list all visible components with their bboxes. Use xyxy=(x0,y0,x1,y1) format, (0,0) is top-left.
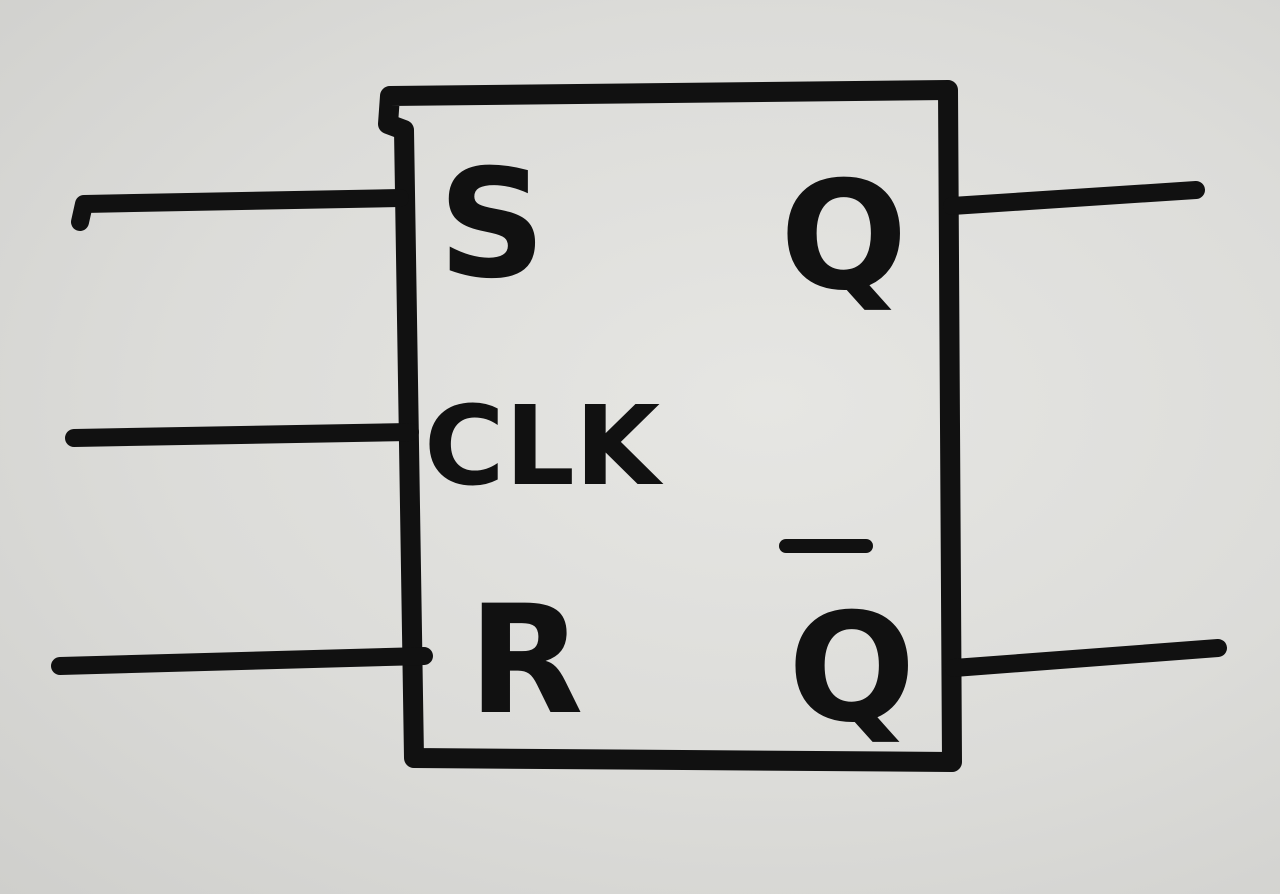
input-wire-r xyxy=(51,647,433,675)
label-r: R xyxy=(468,574,584,748)
label-q-bar: Q xyxy=(788,582,916,756)
label-s: S xyxy=(438,138,546,312)
input-wire-clk xyxy=(65,423,419,447)
label-clk: CLK xyxy=(424,382,664,510)
output-wire-q-bar xyxy=(945,639,1227,677)
output-wire-q xyxy=(943,181,1205,215)
input-wire-s xyxy=(71,189,409,231)
flip-flop-block xyxy=(378,80,962,772)
label-q: Q xyxy=(780,150,908,324)
